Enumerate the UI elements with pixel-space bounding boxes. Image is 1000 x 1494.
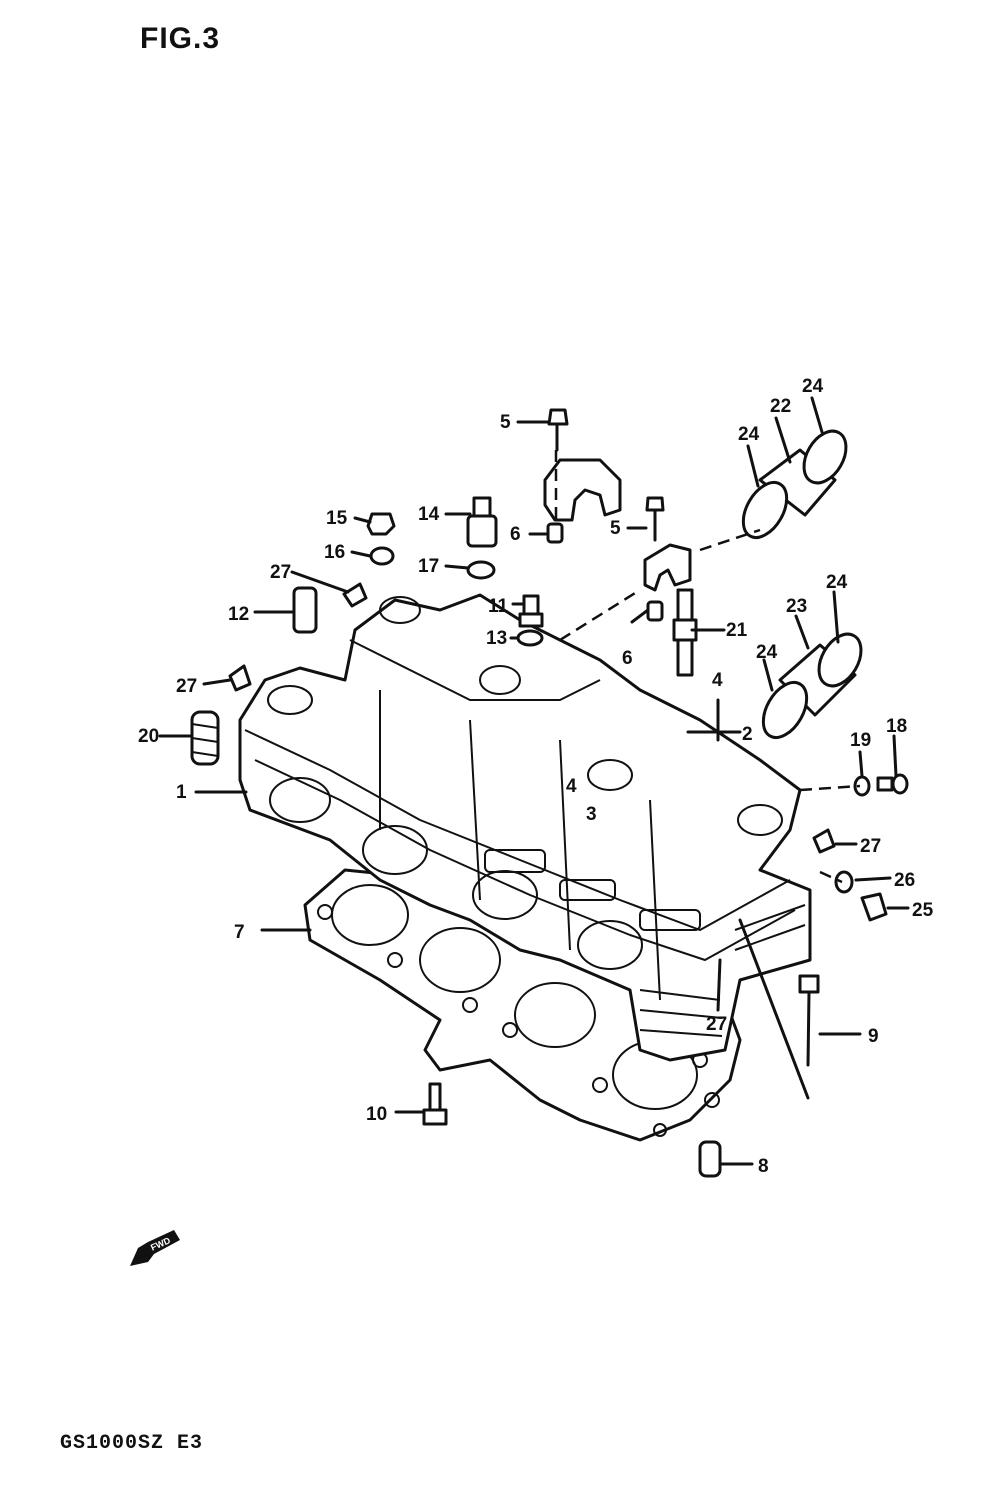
front-direction-arrow-icon: FWD	[130, 1230, 180, 1266]
callout-27-upper: 27	[270, 562, 291, 583]
callout-27-right: 27	[860, 836, 881, 857]
callout-15: 15	[326, 508, 348, 529]
callout-22: 22	[770, 396, 791, 417]
callout-6-right: 6	[622, 648, 633, 669]
callout-23: 23	[786, 596, 807, 617]
leader-lines	[158, 396, 910, 1166]
callout-16: 16	[324, 542, 345, 563]
callout-20: 20	[138, 726, 159, 747]
callout-11: 11	[488, 596, 509, 617]
callout-9: 9	[868, 1026, 879, 1047]
callout-labels: 1 2 3 4 4 5 5 6 6 7 8 9 10 11 12 13 14 1…	[138, 376, 934, 1177]
callout-18: 18	[886, 716, 907, 737]
callout-17: 17	[418, 556, 439, 577]
callout-6-top: 6	[510, 524, 521, 545]
callout-10: 10	[366, 1104, 387, 1125]
callout-26: 26	[894, 870, 915, 891]
callout-8: 8	[758, 1156, 769, 1177]
model-code: GS1000SZ E3	[60, 1432, 204, 1455]
callout-14: 14	[418, 504, 440, 525]
callout-21: 21	[726, 620, 748, 641]
callout-25: 25	[912, 900, 934, 921]
callout-1: 1	[176, 782, 187, 803]
callout-4-lower: 4	[566, 776, 577, 797]
callout-3: 3	[586, 804, 597, 825]
alignment-lines	[554, 450, 861, 884]
callout-24-d: 24	[826, 572, 848, 593]
loose-parts	[190, 408, 909, 1178]
callout-24-c: 24	[756, 642, 778, 663]
callout-19: 19	[850, 730, 871, 751]
callout-5-right: 5	[610, 518, 621, 539]
callout-12: 12	[228, 604, 249, 625]
cylinder-head	[238, 593, 812, 1062]
callout-13: 13	[486, 628, 507, 649]
callout-27-lower: 27	[706, 1014, 727, 1035]
callout-24-b: 24	[802, 376, 824, 397]
callout-24-a: 24	[738, 424, 760, 445]
callout-27-left: 27	[176, 676, 197, 697]
callout-7: 7	[234, 922, 245, 943]
callout-4-stud: 4	[712, 670, 723, 691]
figure-title: FIG.3	[140, 22, 221, 55]
callout-5-top: 5	[500, 412, 511, 433]
callout-2: 2	[742, 724, 753, 745]
